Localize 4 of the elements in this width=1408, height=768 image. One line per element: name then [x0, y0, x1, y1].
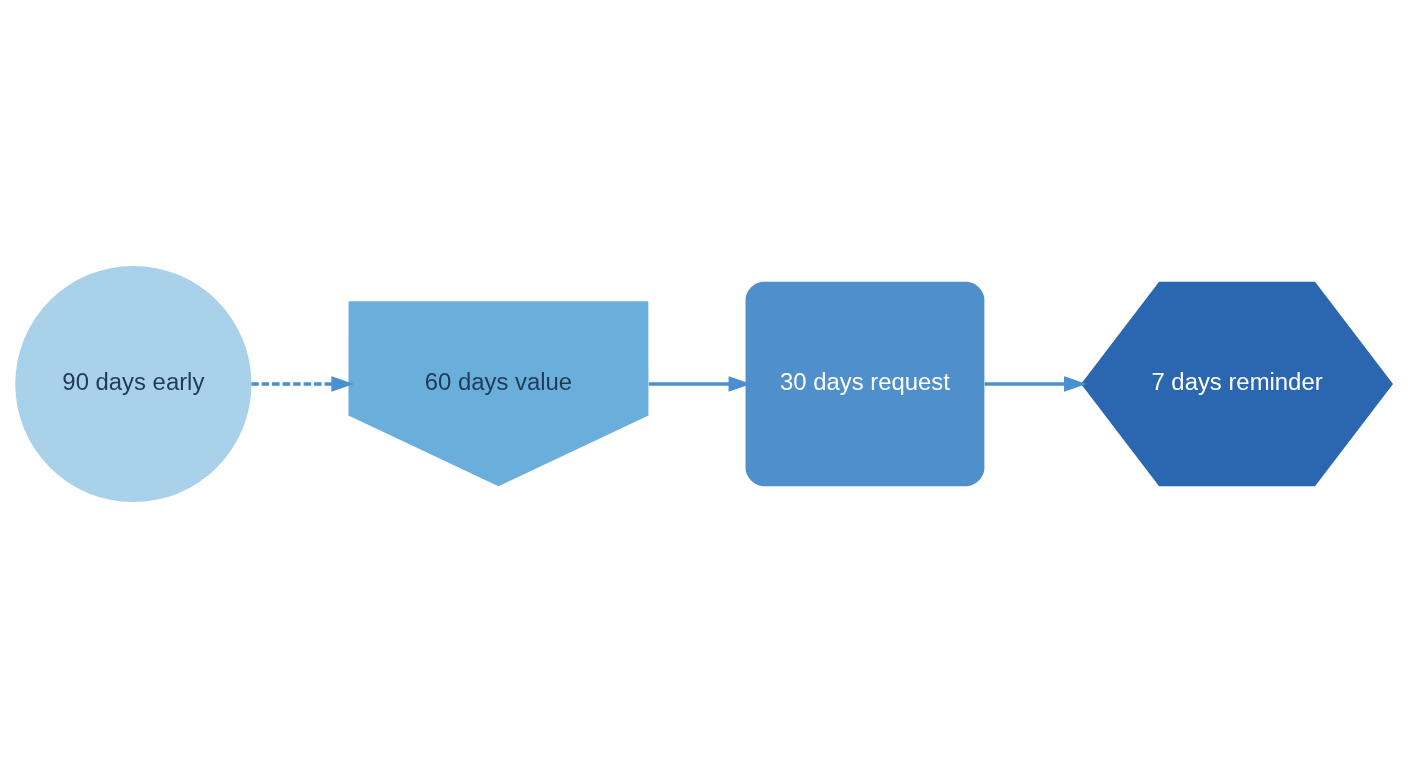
node-circle: 90 days early [15, 265, 252, 503]
arrow [984, 376, 1087, 392]
arrow [251, 376, 354, 392]
node-box: 30 days request [745, 281, 985, 487]
